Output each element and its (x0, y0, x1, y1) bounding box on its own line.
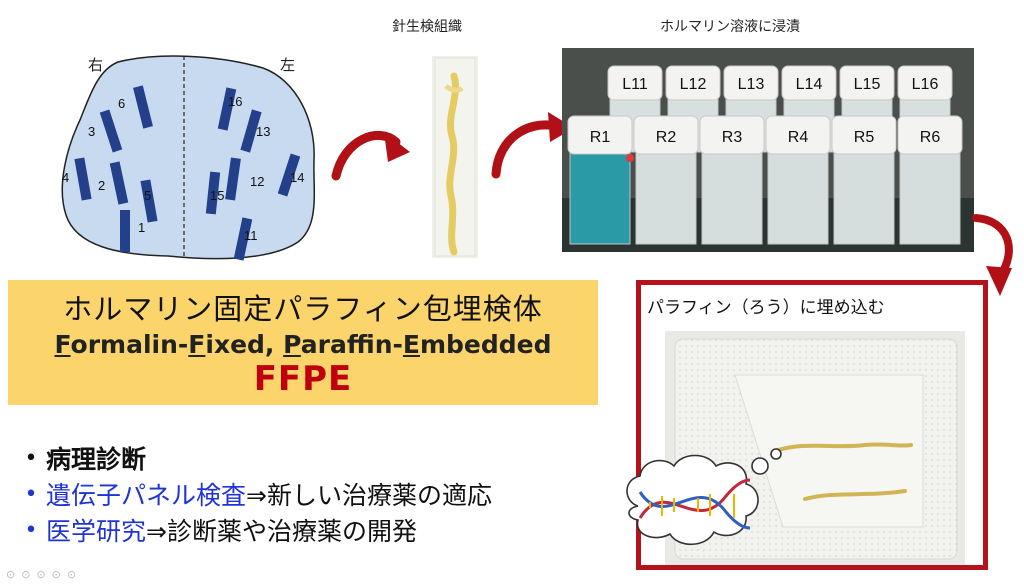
vial-body-R6 (899, 147, 961, 245)
biopsy-core-label-6: 6 (118, 96, 125, 111)
vial-body-R5 (833, 147, 895, 245)
vial-label-L11: L11 (622, 76, 648, 93)
biopsy-core-3 (99, 109, 123, 153)
biopsy-core-14 (277, 153, 301, 197)
bullet-list: • 病理診断 • 遺伝子パネル検査⇒新しい治療薬の適応 • 医学研究⇒診断薬や治療薬の開発 (16, 440, 636, 548)
vial-label-L12: L12 (680, 76, 707, 93)
biopsy-core-label-2: 2 (98, 178, 105, 193)
left-side-label: 左 (280, 56, 296, 74)
vial-label-R1: R1 (590, 129, 611, 146)
ffpe-abbr: FFPE (253, 359, 353, 399)
ffpe-en-part: ormalin- (70, 330, 189, 359)
vial-body-R4 (767, 147, 829, 245)
bullet-dot: • (24, 445, 38, 471)
vial-label-L13: L13 (738, 76, 765, 93)
vial-cap-L13 (723, 65, 779, 101)
biopsy-core-label-15: 15 (210, 188, 224, 203)
vial-cap-R5 (831, 115, 897, 155)
paraffin-caption: パラフィン（ろう）に埋め込む (647, 298, 885, 318)
vial-cap-L12 (665, 65, 721, 101)
biopsy-core-1 (120, 210, 130, 252)
vial-cap-L15 (839, 65, 895, 101)
biopsy-core-4 (74, 157, 92, 201)
vials-illustration: L11 L12 L13 L14 L15 L16 R1 R2 R3 R4 R5 R6 (562, 48, 974, 252)
formalin-caption: ホルマリン溶液に浸漬 (660, 19, 800, 35)
biopsy-core-6 (133, 85, 153, 129)
dna-thought-cloud (626, 448, 782, 546)
biopsy-core-label-13: 13 (256, 124, 270, 139)
vial-label-R3: R3 (722, 129, 743, 146)
curved-arrow-2 (491, 112, 574, 179)
ffpe-en-part: P (283, 330, 301, 359)
right-side-label: 右 (88, 56, 104, 74)
vial-body-R2 (635, 147, 697, 245)
biopsy-core-16 (217, 87, 237, 131)
bullet-dot: • (24, 517, 38, 543)
vial-cap-R4 (765, 115, 831, 155)
dna-icon (638, 478, 751, 530)
biopsy-core-12 (225, 157, 241, 201)
footer-toolbar[interactable]: ⊙⊙⊙⊙⊙ (6, 568, 83, 581)
ffpe-en-part: E (402, 330, 420, 359)
vial-body-R3 (701, 147, 763, 245)
vial-label-L16: L16 (912, 76, 939, 93)
biopsy-core-label-12: 12 (250, 174, 264, 189)
vial-label-L14: L14 (796, 76, 823, 93)
bullet-item: • 医学研究⇒診断薬や治療薬の開発 (16, 512, 636, 548)
bullet-topic: 遺伝子パネル検査 (46, 481, 247, 510)
biopsy-core-15 (205, 171, 221, 215)
pointer-dot (626, 154, 634, 162)
curved-arrow-3 (972, 214, 1013, 296)
biopsy-core-label-14: 14 (290, 170, 304, 185)
biopsy-tissue-image (432, 56, 478, 258)
vial-label-R4: R4 (788, 129, 809, 146)
bullet-item: • 病理診断 (16, 440, 636, 476)
ffpe-en-part: araffin- (300, 330, 403, 359)
vials-bottom-row: R1 R2 R3 R4 R5 R6 (567, 115, 963, 245)
bullet-text: 病理診断 (46, 445, 147, 474)
vial-cap-R1 (567, 115, 633, 155)
biopsy-core-5 (140, 179, 158, 223)
bullet-topic: 医学研究 (46, 517, 147, 546)
biopsy-core-label-16: 16 (228, 94, 242, 109)
ffpe-box: ホルマリン固定パラフィン包埋検体 Formalin-Fixed, Paraffi… (8, 280, 598, 405)
biopsy-core-label-3: 3 (88, 124, 95, 139)
ffpe-en-part: F (188, 330, 206, 359)
vial-body-R1 (569, 147, 631, 245)
biopsy-core-label-5: 5 (144, 188, 151, 203)
bullet-dot: • (24, 481, 38, 507)
vial-cap-R6 (897, 115, 963, 155)
vial-label-R6: R6 (920, 129, 941, 146)
biopsy-caption: 針生検組織 (392, 19, 462, 35)
formalin-vials-photo: L11 L12 L13 L14 L15 L16 R1 R2 R3 R4 R5 R6 (562, 48, 974, 252)
bullet-text: ⇒新しい治療薬の適応 (246, 481, 492, 510)
ffpe-en-part: ixed, (205, 330, 284, 359)
ffpe-en-part: mbedded (419, 330, 552, 359)
biopsy-core-2 (109, 161, 129, 205)
biopsy-core-label-4: 4 (62, 170, 69, 185)
prostate-outline (61, 55, 316, 260)
curved-arrow-1 (331, 130, 410, 181)
ffpe-title-en: Formalin-Fixed, Paraffin-Embedded (8, 330, 598, 359)
biopsy-core-label-1: 1 (138, 220, 145, 235)
bullet-item: • 遺伝子パネル検査⇒新しい治療薬の適応 (16, 476, 636, 512)
vial-label-L15: L15 (854, 76, 881, 93)
vial-cap-L14 (781, 65, 837, 101)
vial-label-R2: R2 (656, 129, 677, 146)
ffpe-en-part: F (54, 330, 71, 359)
bullet-text: ⇒診断薬や治療薬の開発 (146, 517, 417, 546)
vial-cap-L11 (607, 65, 663, 101)
vial-label-R5: R5 (854, 129, 875, 146)
biopsy-core-label-11: 11 (244, 228, 258, 243)
vial-cap-R2 (633, 115, 699, 155)
vial-cap-R3 (699, 115, 765, 155)
biopsy-core-11 (233, 217, 253, 261)
vial-cap-L16 (897, 65, 953, 101)
biopsy-core-13 (240, 109, 262, 153)
ffpe-title-jp: ホルマリン固定パラフィン包埋検体 (63, 292, 543, 326)
